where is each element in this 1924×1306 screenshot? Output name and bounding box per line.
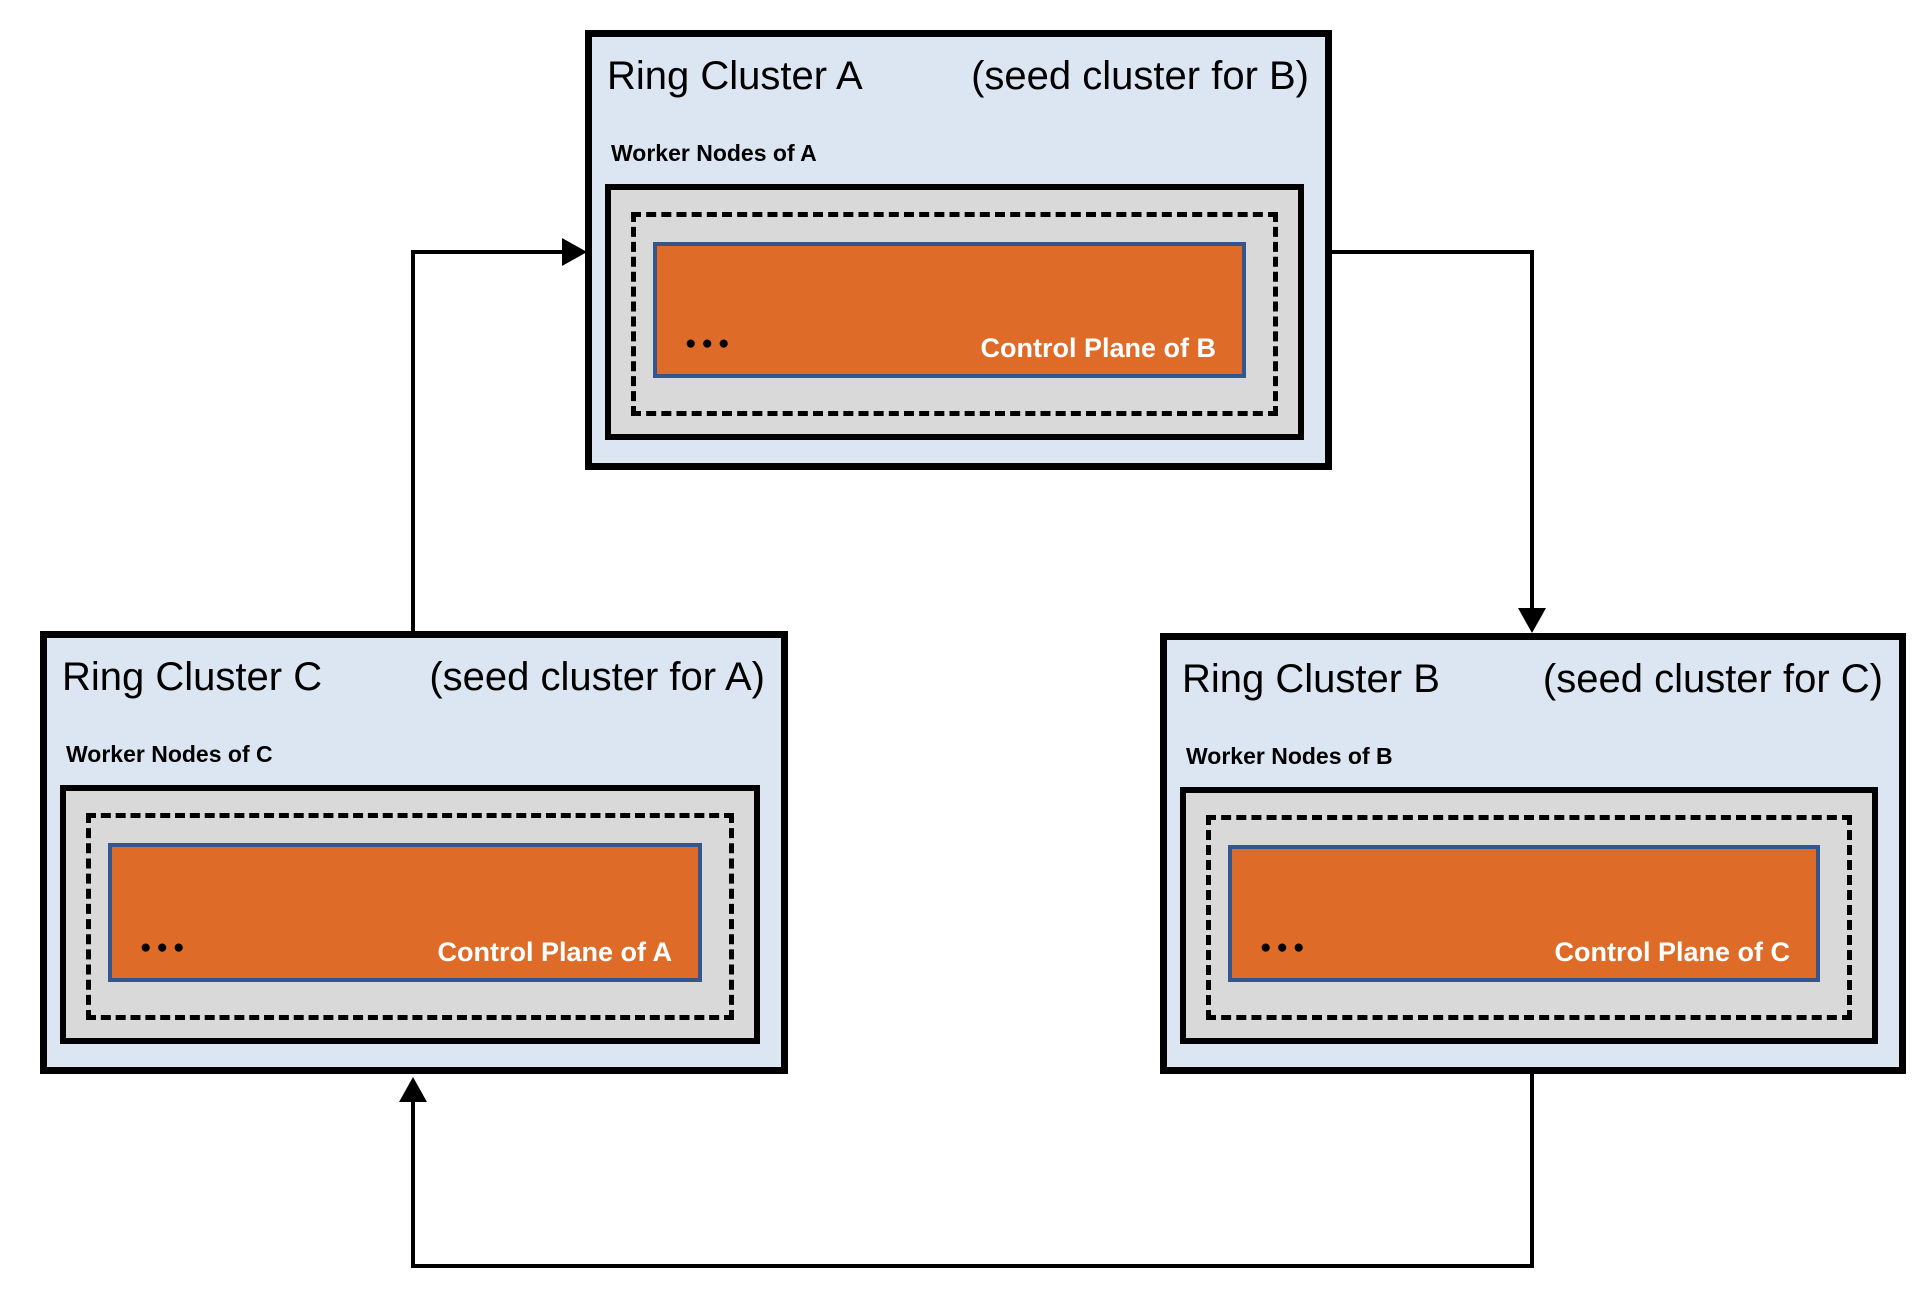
arrowhead-up-icon (399, 1077, 427, 1102)
cluster-a-worker-nodes-box: ●●● Control Plane of B (605, 184, 1304, 440)
cluster-a-box: Ring Cluster A (seed cluster for B) Work… (585, 30, 1332, 470)
arrow-a-to-b (1332, 250, 1546, 633)
cluster-c-control-plane-box: ●●● Control Plane of A (108, 843, 702, 982)
cluster-c-dashed-boundary: ●●● Control Plane of A (86, 813, 734, 1020)
cluster-c-control-plane-label: Control Plane of A (437, 936, 673, 967)
cluster-b-title: Ring Cluster B (1182, 657, 1440, 701)
arrowhead-right-icon (562, 238, 587, 266)
cluster-a-worker-nodes-label: Worker Nodes of A (611, 140, 817, 166)
cluster-c-title: Ring Cluster C (62, 655, 323, 699)
arrow-b-to-c (399, 1074, 1534, 1268)
cluster-c-worker-nodes-label: Worker Nodes of C (66, 741, 273, 767)
cluster-a-dashed-boundary: ●●● Control Plane of B (631, 212, 1278, 416)
ellipsis-dots: ●●● (685, 333, 735, 354)
cluster-b-seed-note: (seed cluster for C) (1542, 657, 1883, 701)
ellipsis-dots: ●●● (140, 937, 190, 958)
cluster-b-worker-nodes-label: Worker Nodes of B (1186, 743, 1393, 769)
cluster-a-control-plane-box: ●●● Control Plane of B (653, 242, 1246, 378)
cluster-b-title-row: Ring Cluster B (seed cluster for C) (1167, 640, 1899, 702)
arrow-c-to-a (411, 238, 587, 631)
cluster-a-title-row: Ring Cluster A (seed cluster for B) (592, 37, 1325, 99)
cluster-a-seed-note: (seed cluster for B) (971, 54, 1309, 98)
cluster-b-dashed-boundary: ●●● Control Plane of C (1206, 815, 1852, 1020)
cluster-a-control-plane-label: Control Plane of B (980, 332, 1217, 363)
cluster-a-title: Ring Cluster A (607, 54, 863, 98)
cluster-c-seed-note: (seed cluster for A) (429, 655, 765, 699)
cluster-c-worker-nodes-box: ●●● Control Plane of A (60, 785, 760, 1044)
arrowhead-down-icon (1518, 608, 1546, 633)
cluster-c-title-row: Ring Cluster C (seed cluster for A) (47, 638, 781, 700)
cluster-b-worker-nodes-box: ●●● Control Plane of C (1180, 787, 1878, 1044)
cluster-b-control-plane-box: ●●● Control Plane of C (1228, 845, 1820, 982)
cluster-b-box: Ring Cluster B (seed cluster for C) Work… (1160, 633, 1906, 1074)
ellipsis-dots: ●●● (1260, 937, 1310, 958)
cluster-b-control-plane-label: Control Plane of C (1554, 936, 1791, 967)
cluster-c-box: Ring Cluster C (seed cluster for A) Work… (40, 631, 788, 1074)
